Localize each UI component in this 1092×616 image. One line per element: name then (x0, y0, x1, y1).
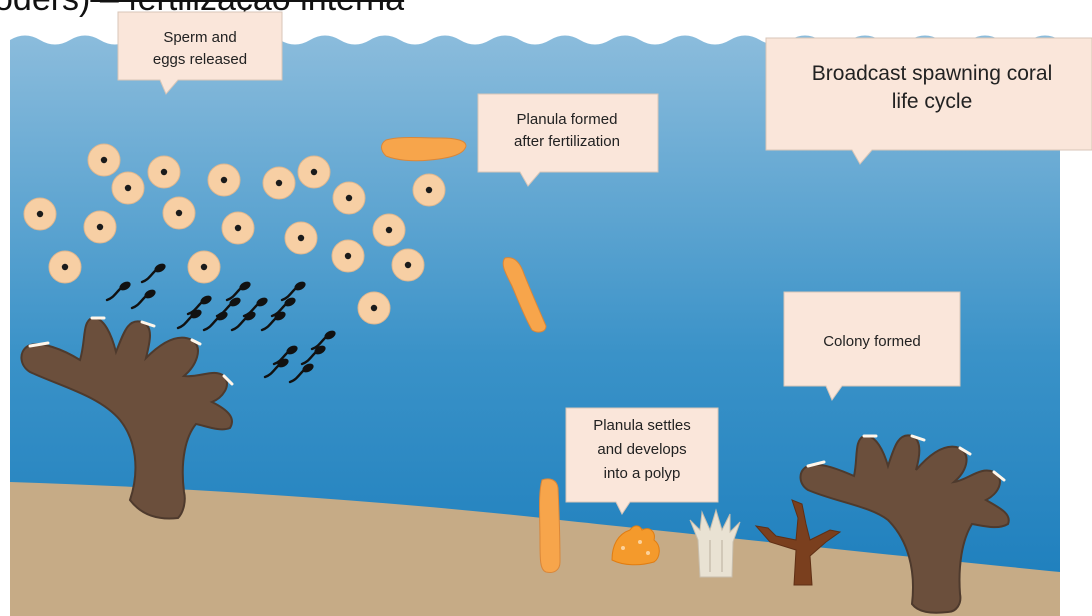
callout-planula-formed: Planula formed after fertilization (478, 94, 658, 186)
callout-settle-line1: Planula settles (593, 417, 691, 434)
egg-icon (263, 167, 295, 199)
egg-icon (285, 222, 317, 254)
egg-icon (148, 156, 180, 188)
egg-icon (163, 197, 195, 229)
callout-release-line1: Sperm and (163, 29, 236, 46)
callout-planula-line1: Planula formed (517, 111, 618, 128)
diagram-title-line1: Broadcast spawning coral (812, 62, 1052, 85)
diagram-title-box: Broadcast spawning coral life cycle (766, 38, 1092, 164)
egg-icon (333, 182, 365, 214)
egg-icon (222, 212, 254, 244)
egg-icon (298, 156, 330, 188)
egg-icon (373, 214, 405, 246)
egg-icon (332, 240, 364, 272)
diagram-title-line2: life cycle (892, 90, 973, 113)
egg-icon (208, 164, 240, 196)
callout-planula-line2: after fertilization (514, 133, 620, 150)
egg-icon (188, 251, 220, 283)
egg-icon (84, 211, 116, 243)
callout-colony-text: Colony formed (823, 333, 921, 350)
callout-release-line2: eggs released (153, 51, 247, 68)
egg-icon (358, 292, 390, 324)
callout-settle-line2: and develops (597, 441, 686, 458)
egg-icon (112, 172, 144, 204)
egg-icon (413, 174, 445, 206)
callout-colony-formed: Colony formed (784, 292, 960, 400)
callout-settle-line3: into a polyp (604, 465, 681, 482)
callout-planula-settles: Planula settles and develops into a poly… (566, 408, 718, 514)
egg-icon (392, 249, 424, 281)
egg-icon (49, 251, 81, 283)
planula-icon (540, 479, 561, 573)
egg-icon (24, 198, 56, 230)
egg-icon (88, 144, 120, 176)
